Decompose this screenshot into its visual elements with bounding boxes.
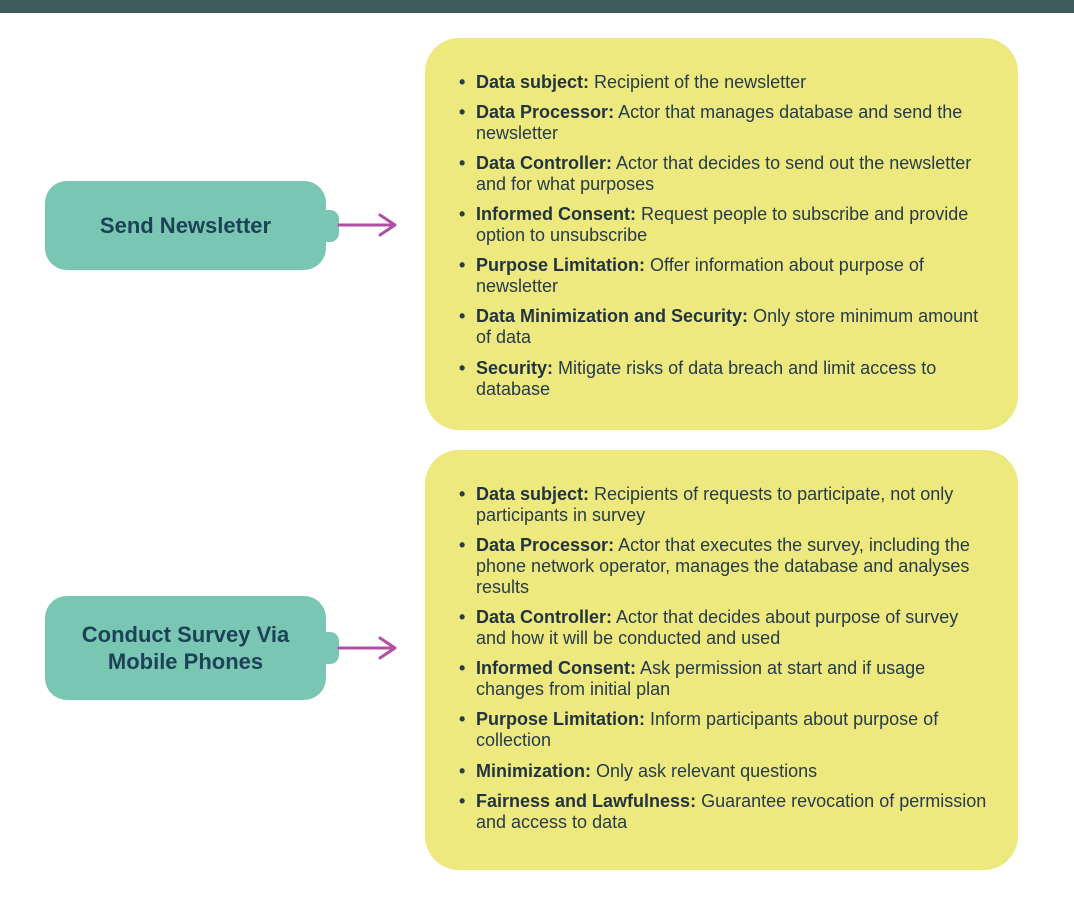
list-item: Fairness and Lawfulness: Guarantee revoc… xyxy=(459,791,988,833)
term-description: Actor that decides to send out the newsl… xyxy=(476,153,972,195)
right-arrow-icon xyxy=(337,636,397,660)
term-description: Only store minimum amount of data xyxy=(476,306,979,348)
term-label: Data Processor: xyxy=(476,102,615,123)
connector-tab xyxy=(307,209,339,242)
top-accent-bar xyxy=(0,0,1074,13)
term-label: Informed Consent: xyxy=(476,658,636,679)
term-label: Minimization: xyxy=(476,760,591,781)
details-card-survey: Data subject: Recipients of requests to … xyxy=(425,450,1018,870)
list-item: Informed Consent: Ask permission at star… xyxy=(459,658,988,700)
term-label: Data subject: xyxy=(476,484,590,504)
term-label: Purpose Limitation: xyxy=(476,255,646,276)
list-item: Data subject: Recipient of the newslette… xyxy=(459,72,988,93)
process-label-conduct-survey: Conduct Survey Via Mobile Phones xyxy=(45,596,339,700)
term-description: Mitigate risks of data breach and limit … xyxy=(476,357,937,399)
term-label: Informed Consent: xyxy=(476,204,636,225)
list-item: Data Processor: Actor that manages datab… xyxy=(459,102,988,144)
details-card-newsletter: Data subject: Recipient of the newslette… xyxy=(425,38,1018,430)
process-label-send-newsletter: Send Newsletter xyxy=(45,181,339,270)
list-item: Informed Consent: Request people to subs… xyxy=(459,204,988,246)
term-label: Data Processor: xyxy=(476,535,615,556)
process-label-text: Conduct Survey Via Mobile Phones xyxy=(81,621,290,675)
term-description: Inform participants about purpose of col… xyxy=(476,709,939,751)
term-label: Data Controller: xyxy=(476,153,613,174)
term-description: Actor that decides about purpose of surv… xyxy=(476,607,959,649)
term-description: Offer information about purpose of newsl… xyxy=(476,255,924,297)
connector-tab xyxy=(307,632,339,664)
list-item: Purpose Limitation: Offer information ab… xyxy=(459,255,988,297)
list-item: Data subject: Recipients of requests to … xyxy=(459,484,988,526)
list-item: Data Controller: Actor that decides to s… xyxy=(459,153,988,195)
term-description: Only ask relevant questions xyxy=(596,760,818,781)
term-label: Fairness and Lawfulness: xyxy=(476,790,697,811)
term-description: Recipient of the newsletter xyxy=(594,72,807,92)
list-item: Purpose Limitation: Inform participants … xyxy=(459,709,988,751)
term-description: Recipients of requests to participate, n… xyxy=(476,484,954,526)
term-label: Purpose Limitation: xyxy=(476,709,646,730)
list-item: Data Controller: Actor that decides abou… xyxy=(459,607,988,649)
term-description: Actor that executes the survey, includin… xyxy=(476,535,970,598)
term-label: Data Controller: xyxy=(476,607,613,628)
principles-list: Data subject: Recipients of requests to … xyxy=(459,484,988,833)
list-item: Data Processor: Actor that executes the … xyxy=(459,535,988,598)
list-item: Security: Mitigate risks of data breach … xyxy=(459,358,988,400)
term-label: Data subject: xyxy=(476,72,590,92)
term-label: Security: xyxy=(476,357,554,378)
term-description: Actor that manages database and send the… xyxy=(476,102,963,144)
term-description: Guarantee revocation of permission and a… xyxy=(476,790,987,832)
list-item: Minimization: Only ask relevant question… xyxy=(459,761,988,782)
list-item: Data Minimization and Security: Only sto… xyxy=(459,306,988,348)
term-label: Data Minimization and Security: xyxy=(476,306,749,327)
term-description: Request people to subscribe and provide … xyxy=(476,204,969,246)
principles-list: Data subject: Recipient of the newslette… xyxy=(459,72,988,400)
process-label-text: Send Newsletter xyxy=(99,212,272,238)
term-description: Ask permission at start and if usage cha… xyxy=(476,658,926,700)
right-arrow-icon xyxy=(337,213,397,237)
